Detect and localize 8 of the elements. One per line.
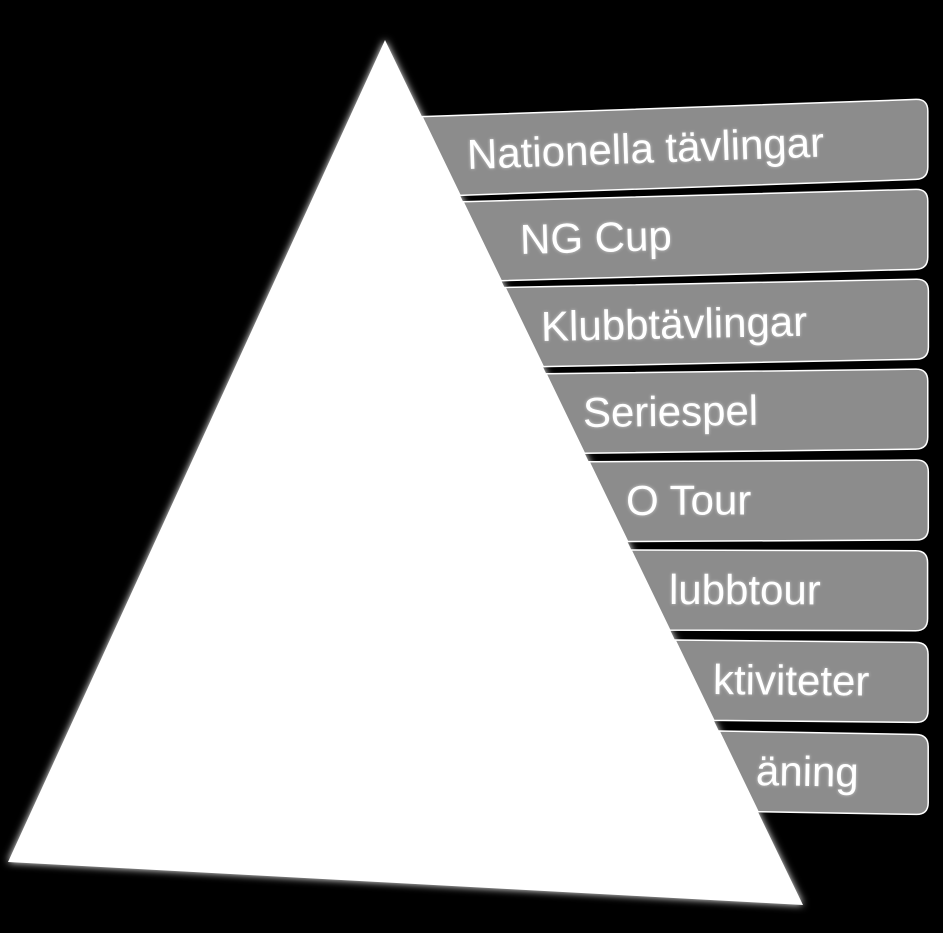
level-label: NG Cup	[519, 212, 672, 264]
level-label: lubbtour	[668, 566, 821, 614]
level-label: Klubbtävlingar	[540, 297, 808, 351]
level-label: äning	[756, 747, 860, 798]
level-label: ktiviteter	[712, 656, 870, 706]
level-label: Seriespel	[582, 386, 758, 438]
level-label: O Tour	[626, 476, 752, 526]
level-label: Nationella tävlingar	[466, 118, 825, 180]
